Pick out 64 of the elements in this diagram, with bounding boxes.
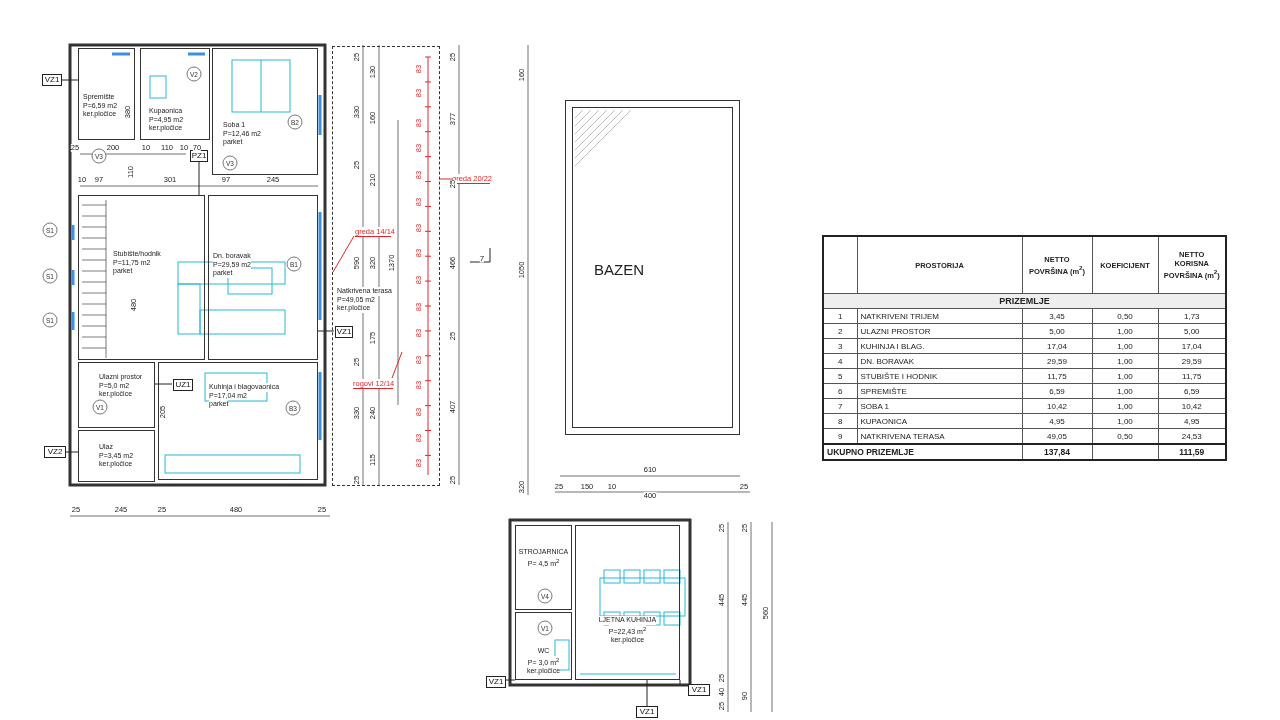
- table-cell: 3,45: [1022, 308, 1092, 324]
- table-cell: STUBIŠTE I HODNIK: [857, 368, 1022, 384]
- table-cell: NATKRIVENI TRIJEM: [857, 308, 1022, 324]
- table-cell: KUHINJA I BLAG.: [857, 338, 1022, 354]
- door-tag: VZ1: [688, 684, 710, 696]
- room-outline: [78, 195, 205, 360]
- table-cell: 11,75: [1022, 368, 1092, 384]
- leader-line: [505, 679, 516, 681]
- room-outline: [78, 430, 155, 482]
- room-outline: [78, 48, 135, 140]
- total-cell: 137,84: [1022, 444, 1092, 460]
- leader-line: [332, 235, 355, 273]
- table-cell: 0,50: [1092, 308, 1158, 324]
- table-cell: 1,00: [1092, 368, 1158, 384]
- room-outline: [575, 525, 680, 680]
- pool-outline: [565, 100, 740, 435]
- leader-line: [679, 679, 681, 685]
- table-cell: 8: [823, 413, 857, 429]
- total-cell: UKUPNO PRIZEMLJE: [823, 444, 1022, 460]
- leader-line: [198, 161, 200, 196]
- door-tag: VZ1: [335, 326, 353, 338]
- room-outline: [158, 362, 318, 480]
- table-cell: 1,00: [1092, 323, 1158, 339]
- table-cell: 6: [823, 383, 857, 399]
- table-cell: 6,59: [1022, 383, 1092, 399]
- table-cell: 10,42: [1022, 398, 1092, 414]
- table-cell: 5,00: [1022, 323, 1092, 339]
- door-tag: VZ1: [636, 706, 658, 718]
- table-cell: 1,00: [1092, 413, 1158, 429]
- table-cell: 7: [823, 398, 857, 414]
- table-cell: KUPAONICA: [857, 413, 1022, 429]
- table-cell: 5: [823, 368, 857, 384]
- leader-line: [391, 351, 403, 379]
- table-cell: 4: [823, 353, 857, 369]
- table-cell: 4,95: [1022, 413, 1092, 429]
- door-tag: UZ1: [173, 379, 193, 391]
- table-cell: ULAZNI PROSTOR: [857, 323, 1022, 339]
- leader-line: [154, 383, 173, 385]
- door-tag: VZ2: [44, 446, 66, 458]
- table-cell: DN. BORAVAK: [857, 353, 1022, 369]
- table-cell: 1,00: [1092, 338, 1158, 354]
- table-cell: 29,59: [1022, 353, 1092, 369]
- door-tag: VZ1: [486, 676, 506, 688]
- leader-line: [317, 330, 335, 332]
- leader-line: [646, 679, 648, 707]
- leader-line: [65, 451, 79, 453]
- table-cell: SPREMIŠTE: [857, 383, 1022, 399]
- door-tag: VZ1: [42, 74, 62, 86]
- room-outline: [140, 48, 210, 140]
- table-cell: 17,04: [1022, 338, 1092, 354]
- room-outline: [515, 525, 572, 610]
- table-cell: 2: [823, 323, 857, 339]
- table-cell: 1,00: [1092, 353, 1158, 369]
- table-cell: SOBA 1: [857, 398, 1022, 414]
- table-cell: 1: [823, 308, 857, 324]
- table-cell: 3: [823, 338, 857, 354]
- leader-line: [439, 178, 453, 180]
- table-cell: 1,00: [1092, 398, 1158, 414]
- section-mark: 7: [479, 253, 485, 263]
- table-cell: 1,00: [1092, 383, 1158, 399]
- door-tag: PZ1: [190, 150, 208, 162]
- total-cell: 111,59: [1158, 444, 1226, 460]
- leader-line: [61, 79, 79, 81]
- room-outline: [208, 195, 318, 360]
